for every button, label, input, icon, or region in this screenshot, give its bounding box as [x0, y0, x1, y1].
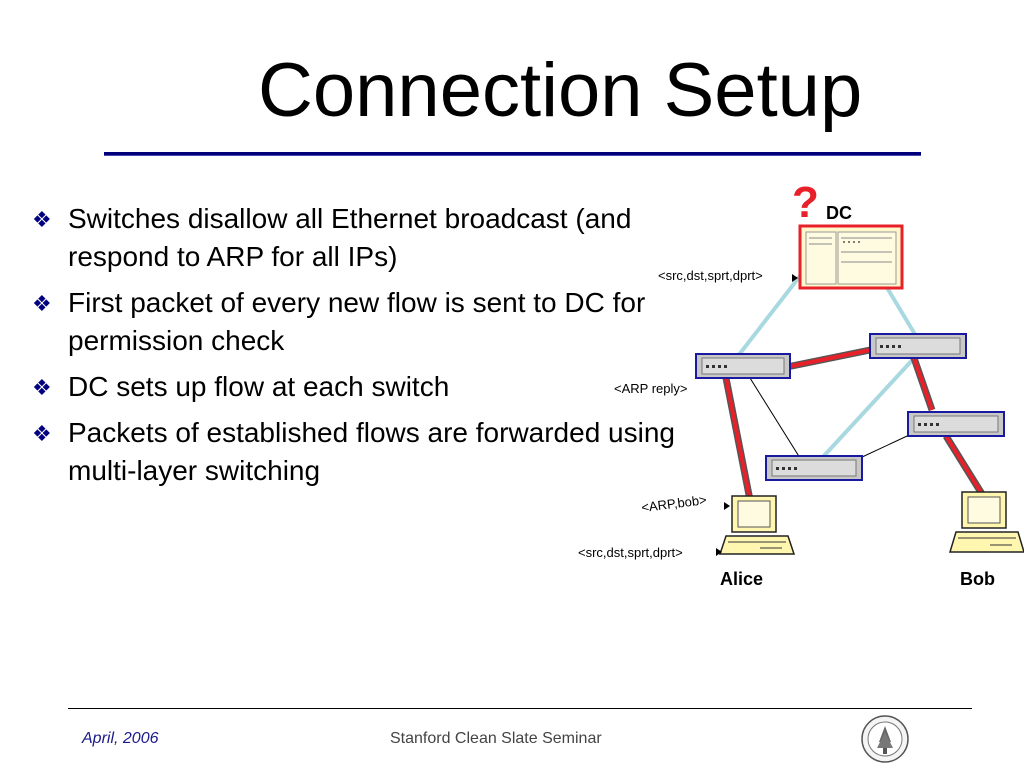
- arp-reply-label: <ARP reply>: [614, 381, 687, 396]
- bullet-list: ❖ Switches disallow all Ethernet broadcas…: [30, 200, 690, 498]
- alice-computer-icon: [718, 495, 796, 555]
- four-diamond-bullet-icon: ❖: [32, 421, 52, 446]
- bullet-item: ❖ Switches disallow all Ethernet broadcas…: [30, 200, 690, 276]
- bullet-item: ❖ DC sets up flow at each switch: [30, 368, 690, 406]
- control-link: [736, 274, 802, 358]
- bullet-text: Packets of established flows are forward…: [68, 417, 675, 486]
- flow-path: [722, 344, 985, 501]
- four-diamond-bullet-icon: ❖: [32, 375, 52, 400]
- bullet-text: First packet of every new flow is sent t…: [68, 287, 646, 356]
- stanford-seal-icon: [861, 715, 909, 763]
- bullet-item: ❖ First packet of every new flow is sent …: [30, 284, 690, 360]
- bob-label: Bob: [960, 569, 995, 589]
- data-link: [749, 377, 801, 459]
- question-mark: ?: [792, 178, 819, 227]
- packet-label-alice: <src,dst,sprt,dprt>: [578, 545, 683, 560]
- switch: [869, 333, 967, 359]
- title-underline: [104, 152, 921, 156]
- footer-title: Stanford Clean Slate Seminar: [390, 730, 602, 747]
- bullet-text: Switches disallow all Ethernet broadcast…: [68, 203, 632, 272]
- arrow-icon: [792, 274, 798, 282]
- arrow-icon: [716, 548, 722, 556]
- footer-rule: [68, 708, 972, 709]
- dc-label: DC: [826, 203, 852, 223]
- alice-label: Alice: [720, 569, 763, 589]
- packet-label-dc: <src,dst,sprt,dprt>: [658, 268, 763, 283]
- switch: [695, 353, 791, 379]
- slide-title: Connection Setup: [258, 48, 863, 133]
- switch: [765, 455, 863, 481]
- footer-date: April, 2006: [82, 730, 159, 747]
- arrow-icon: [724, 502, 730, 510]
- network-diagram: ? DC <src,dst,sprt,dprt> <ARP rep: [578, 178, 1024, 589]
- arp-bob-label: <ARP,bob>: [641, 492, 708, 515]
- dc-server: [798, 224, 904, 290]
- bob-computer-icon: [948, 491, 1024, 553]
- four-diamond-bullet-icon: ❖: [32, 291, 52, 316]
- bullet-item: ❖ Packets of established flows are forwar…: [30, 414, 690, 490]
- switch: [907, 411, 1005, 437]
- four-diamond-bullet-icon: ❖: [32, 207, 52, 232]
- control-link: [820, 354, 918, 460]
- bullet-text: DC sets up flow at each switch: [68, 371, 450, 402]
